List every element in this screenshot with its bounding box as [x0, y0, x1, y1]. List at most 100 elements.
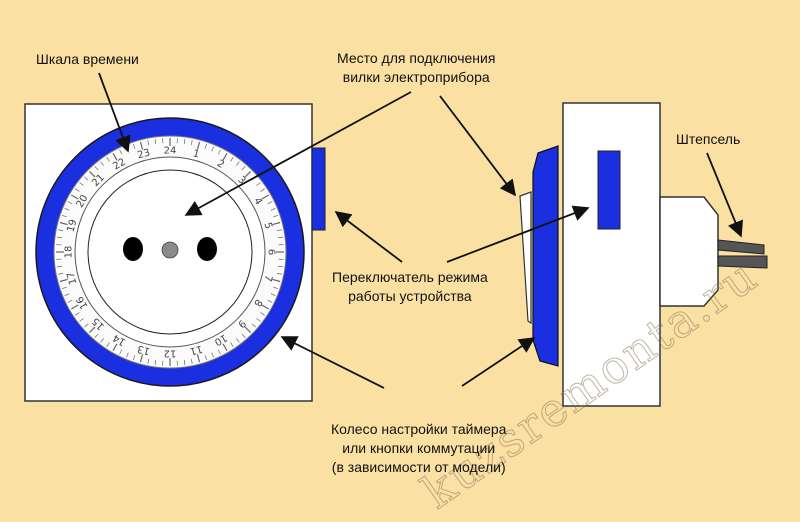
dial-tick [58, 229, 64, 232]
dial-hour-number: 4 [251, 196, 264, 207]
dial-tick [139, 141, 144, 150]
dial-tick [67, 299, 73, 303]
dial-tick [272, 221, 281, 226]
dial-tick [251, 323, 256, 328]
arrow-socket-side [439, 95, 516, 197]
dial-tick [244, 170, 252, 178]
dial-tick [204, 355, 207, 361]
time-scale-ticks [56, 138, 284, 366]
dial-hour-number: 17 [65, 271, 79, 286]
dial-tick [70, 194, 79, 200]
dial-tick [133, 355, 136, 361]
dial-hour-number: 8 [251, 297, 264, 308]
dial-tick [56, 265, 62, 268]
arrow-switch-front [334, 211, 403, 263]
dial-tick [64, 208, 70, 211]
arrows [98, 72, 743, 389]
dial-hour-number: 6 [266, 249, 277, 255]
dial-hour-number: 12 [164, 348, 177, 359]
dial-tick [230, 157, 234, 162]
dial-tick [70, 304, 79, 310]
arrow-time-scale [98, 72, 131, 153]
dial-tick [100, 161, 104, 166]
dial-tick [75, 312, 80, 316]
label-plug: Штепсель [676, 131, 741, 147]
dial-tick [222, 343, 228, 352]
plug-body [659, 196, 719, 307]
dial-tick [270, 208, 276, 211]
label-mode-switch: Переключатель режима работы устройства [332, 269, 488, 304]
dial-hour-number: 1 [192, 148, 201, 160]
plug-pin-upper [717, 239, 765, 255]
dial-tick [84, 176, 89, 181]
dial-tick [94, 333, 99, 338]
socket-hole-left [123, 237, 143, 261]
dial-tick [267, 201, 273, 205]
dial-tick [61, 286, 67, 289]
dial-hour-number: 2 [215, 158, 226, 171]
dial-tick [147, 140, 150, 146]
dial-tick [154, 360, 157, 366]
dial-tick [241, 166, 246, 171]
dial-tick [100, 338, 104, 343]
label-time-scale: Шкала времени [36, 51, 139, 67]
dial-tick [276, 272, 282, 275]
dial-tick [267, 299, 273, 303]
dial-tick [222, 152, 228, 161]
dial-tick [183, 360, 186, 366]
socket-ground-pin [161, 241, 179, 259]
arrow-wheel-front [280, 336, 385, 389]
plug-pin-lower [717, 255, 768, 269]
arrow-plug [706, 152, 743, 238]
dial-tick [88, 170, 96, 178]
dial-tick [112, 343, 118, 352]
dial-tick [56, 236, 62, 239]
dial-hour-number: 7 [261, 274, 273, 283]
side-view [519, 102, 768, 407]
dial-tick [183, 138, 186, 144]
dial-hour-number: 5 [261, 221, 273, 230]
dial-tick [273, 215, 279, 218]
dial-hour-number: 24 [164, 146, 177, 157]
dial-tick [147, 358, 150, 364]
arrow-switch-side [446, 205, 590, 263]
dial-tick [276, 229, 282, 232]
mode-switch-side [597, 150, 621, 230]
dial-tick [256, 318, 261, 322]
arrow-socket-front [184, 91, 412, 216]
dial-hour-number: 18 [64, 246, 75, 259]
dial-tick [278, 265, 284, 268]
dial-tick [94, 166, 99, 171]
dial-tick [230, 342, 234, 347]
dial-tick [67, 201, 73, 205]
dial-tick [154, 138, 157, 144]
dial-tick [272, 278, 281, 283]
dial-tick [88, 326, 96, 334]
dial-tick [106, 342, 110, 347]
dial-tick [270, 293, 276, 296]
dial-tick [119, 349, 123, 355]
dial-tick [79, 318, 84, 322]
dial-tick [106, 157, 110, 162]
dial-tick [112, 152, 118, 161]
front-panel-side [519, 191, 532, 325]
dial-tick [61, 215, 67, 218]
dial-tick [260, 188, 265, 192]
dial-tick [64, 293, 70, 296]
dial-tick [256, 182, 261, 186]
dial-hour-number: 11 [189, 343, 204, 357]
dial-tick [58, 272, 64, 275]
dial-tick [244, 326, 252, 334]
socket-hole-right [197, 237, 217, 261]
dial-tick [273, 286, 279, 289]
dial-tick [133, 143, 136, 149]
dial-tick [190, 140, 193, 146]
dial-tick [75, 188, 80, 192]
dial-tick [241, 333, 246, 338]
label-socket-place: Место для подключения вилки электроприбо… [337, 50, 496, 85]
dial-tick [236, 338, 240, 343]
dial-tick [261, 304, 270, 310]
dial-tick [190, 358, 193, 364]
dial-tick [196, 141, 201, 150]
